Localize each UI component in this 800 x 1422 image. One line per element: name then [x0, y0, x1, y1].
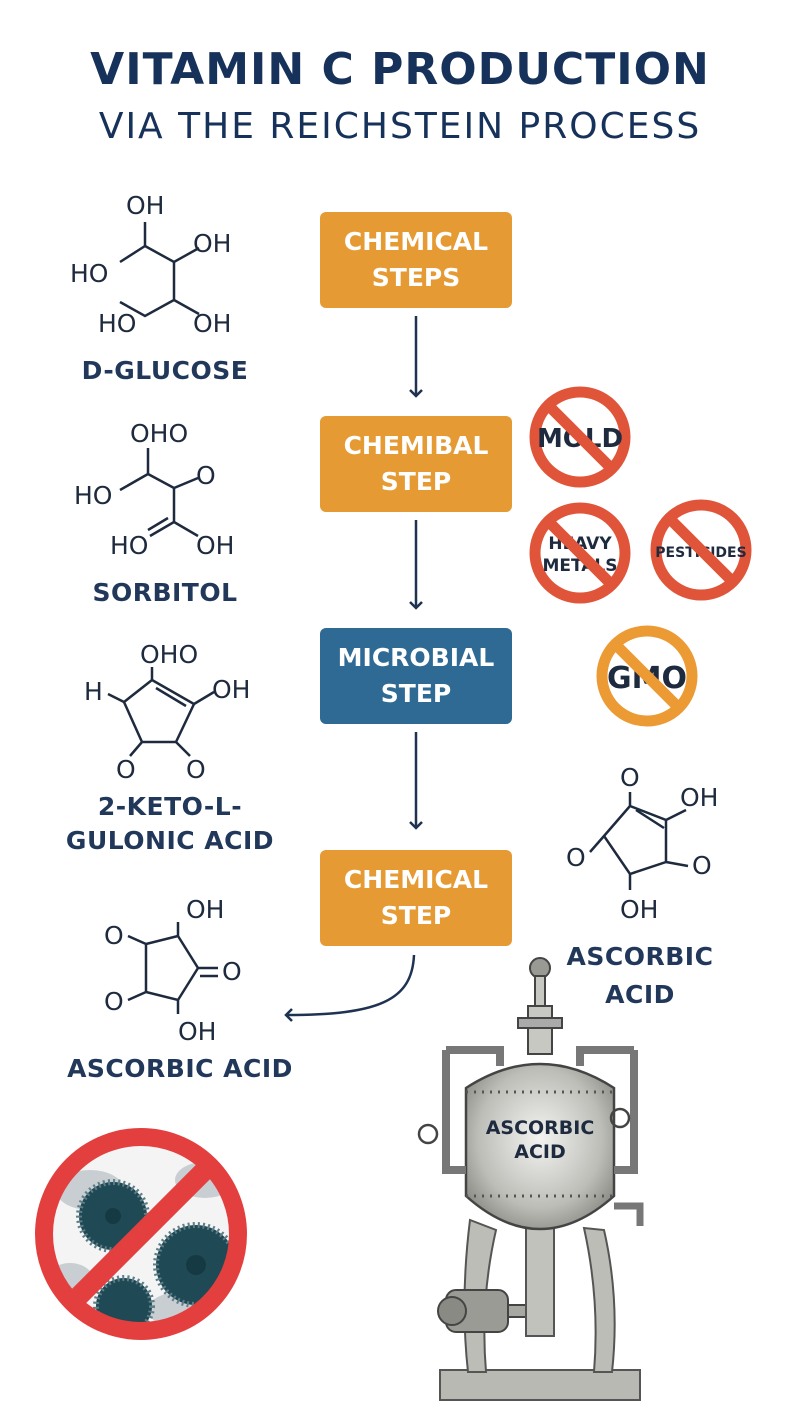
ascorbic-left-atom-4: O	[104, 987, 124, 1016]
step-1-line1: CHEMICAL	[343, 227, 489, 256]
reactor-tank-illustration: ASCORBIC ACID	[417, 957, 644, 1401]
glucose-atom-4: HO	[98, 309, 136, 338]
glucose-atom-3: HO	[70, 259, 108, 288]
ban-badge-pesticides: PESTICIDES	[650, 499, 752, 601]
ascorbic-left-atom-2: O	[104, 921, 124, 950]
ascorbic-right-atom-4: O	[692, 851, 712, 880]
step-3-line2: STEP	[380, 679, 452, 708]
ban-badge-heavy-metals: HEAVY METALS	[529, 502, 631, 604]
step-2-line1: CHEMIBAL	[343, 431, 489, 460]
ban-badge-mold: MOLD	[529, 386, 631, 488]
tank-label-line2: ACID	[514, 1141, 566, 1163]
ascorbic-left-atom-3: O	[222, 957, 242, 986]
ascorbic-right-atom-1: O	[620, 763, 640, 792]
label-ascorbic-right-line1: ASCORBIC	[566, 942, 714, 971]
step-1-line2: STEPS	[371, 263, 461, 292]
keto-atom-2: H	[84, 677, 103, 706]
ascorbic-right-atom-3: O	[566, 843, 586, 872]
sorbitol-atom-3: HO	[74, 481, 112, 510]
glucose-atom-5: OH	[193, 309, 231, 338]
ascorbic-right-atom-5: OH	[620, 895, 658, 924]
molecule-ascorbic-acid-right: O OH O O OH	[566, 763, 718, 924]
step-microbial-step: MICROBIAL STEP	[320, 628, 512, 724]
arrow-curved	[284, 954, 416, 1022]
label-d-glucose: D-GLUCOSE	[81, 356, 249, 385]
keto-atom-1: OHO	[140, 640, 198, 669]
keto-atom-5: O	[186, 755, 206, 784]
step-chemical-steps: CHEMICAL STEPS	[320, 212, 512, 308]
sorbitol-atom-2: O	[196, 461, 216, 490]
molecule-ascorbic-acid-left: OH O O O OH	[104, 895, 242, 1046]
step-chemical-step: CHEMICAL STEP	[320, 850, 512, 946]
label-sorbitol: SORBITOL	[92, 578, 238, 607]
molecule-2-keto-l-gulonic-acid: OHO H OH O O	[84, 640, 250, 784]
ascorbic-right-atom-2: OH	[680, 783, 718, 812]
sorbitol-atom-1: OHO	[130, 419, 188, 448]
label-ascorbic-right-line2: ACID	[605, 980, 675, 1009]
ban-badge-gmo: GMO	[596, 625, 698, 727]
keto-atom-4: O	[116, 755, 136, 784]
label-ascorbic-acid-right: ASCORBIC ACID	[545, 938, 735, 1014]
molecule-sorbitol: OHO O HO HO OH	[74, 419, 234, 560]
step-4-line1: CHEMICAL	[343, 865, 489, 894]
sorbitol-atom-5: OH	[196, 531, 234, 560]
step-2-line2: STEP	[380, 467, 452, 496]
title-line1: VITAMIN C PRODUCTION	[90, 44, 710, 95]
tank-label-line1: ASCORBIC	[486, 1117, 595, 1139]
step-chemibal-step: CHEMIBAL STEP	[320, 416, 512, 512]
step-3-line1: MICROBIAL	[337, 643, 495, 672]
ascorbic-left-atom-5: OH	[178, 1017, 216, 1046]
label-2-keto-l-gulonic-acid: 2-KETO-L- GULONIC ACID	[40, 790, 300, 858]
mold-ban-illustration	[35, 1128, 247, 1340]
sorbitol-atom-4: HO	[110, 531, 148, 560]
ascorbic-left-atom-1: OH	[186, 895, 224, 924]
keto-atom-3: OH	[212, 675, 250, 704]
title-line2: VIA THE REICHSTEIN PROCESS	[98, 106, 702, 147]
molecule-d-glucose: OH OH HO HO OH	[70, 191, 231, 338]
step-4-line2: STEP	[380, 901, 452, 930]
label-keto-line2: GULONIC ACID	[65, 826, 275, 855]
label-keto-line1: 2-KETO-L-	[97, 792, 243, 821]
glucose-atom-2: OH	[193, 229, 231, 258]
glucose-atom-1: OH	[126, 191, 164, 220]
label-ascorbic-acid-left: ASCORBIC ACID	[67, 1054, 293, 1083]
